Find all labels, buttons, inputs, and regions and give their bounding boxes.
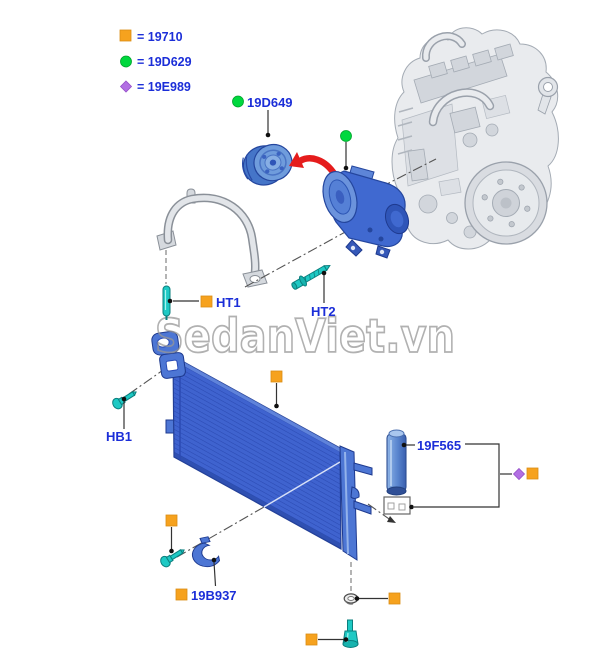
leader-lines [121, 110, 415, 642]
fastener-ht2 [291, 264, 331, 290]
orange-square-icon [270, 370, 283, 383]
ac-compressor [322, 165, 410, 259]
watermark-text: SedanViet.vn [155, 309, 455, 363]
part-labels: 19D649 HT1 HT2 HB1 19B937 19F565 [106, 95, 461, 646]
drier-leader-bracket [414, 443, 539, 508]
orange-square-icon [305, 633, 318, 646]
ac-pipe [156, 188, 268, 288]
orange-square-icon [175, 588, 188, 601]
receiver-drier [367, 429, 411, 523]
green-circle-icon [232, 95, 244, 108]
condenser-core [172, 354, 342, 551]
orange-square-icon [388, 592, 401, 605]
axis-ht2 [244, 224, 359, 288]
compressor-pulley [241, 143, 293, 186]
legend: = 19710 = 19D629 = 19E989 [119, 29, 192, 94]
condenser-reflection [263, 461, 341, 508]
orange-square-icon [165, 514, 178, 527]
engine-hook [537, 76, 559, 115]
drier-valve-box [383, 496, 411, 515]
condenser-bracket [151, 330, 186, 379]
orange-square-icon [526, 467, 539, 480]
fastener-bottom-left [160, 549, 185, 568]
label-ht1: HT1 [216, 295, 241, 310]
legend-item-19e989: = 19E989 [137, 80, 191, 94]
direction-arrow [289, 152, 339, 179]
axis-hb1 [128, 367, 167, 395]
green-circle-icon [340, 130, 352, 142]
legend-item-19d629: = 19D629 [137, 55, 192, 69]
label-hb1: HB1 [106, 429, 132, 444]
label-drier-19f565: 19F565 [417, 438, 461, 453]
legend-item-19710: = 19710 [137, 30, 183, 44]
purple-diamond-icon [119, 80, 133, 93]
green-circle-icon [120, 55, 132, 68]
label-ht2: HT2 [311, 304, 336, 319]
condenser [151, 330, 373, 561]
label-pulley-19d649: 19D649 [247, 95, 293, 110]
label-clamp-19b937: 19B937 [191, 588, 237, 603]
purple-diamond-icon [512, 467, 526, 481]
fastener-bottom-right [342, 619, 359, 648]
engine-flywheel [464, 161, 548, 245]
orange-square-icon [119, 29, 132, 42]
orange-square-icon [200, 295, 213, 308]
condenser-end-plate [339, 445, 358, 561]
engine-illustration [391, 27, 559, 250]
pipe-clamp [191, 536, 221, 568]
axis-clamp-bolt [176, 506, 265, 558]
